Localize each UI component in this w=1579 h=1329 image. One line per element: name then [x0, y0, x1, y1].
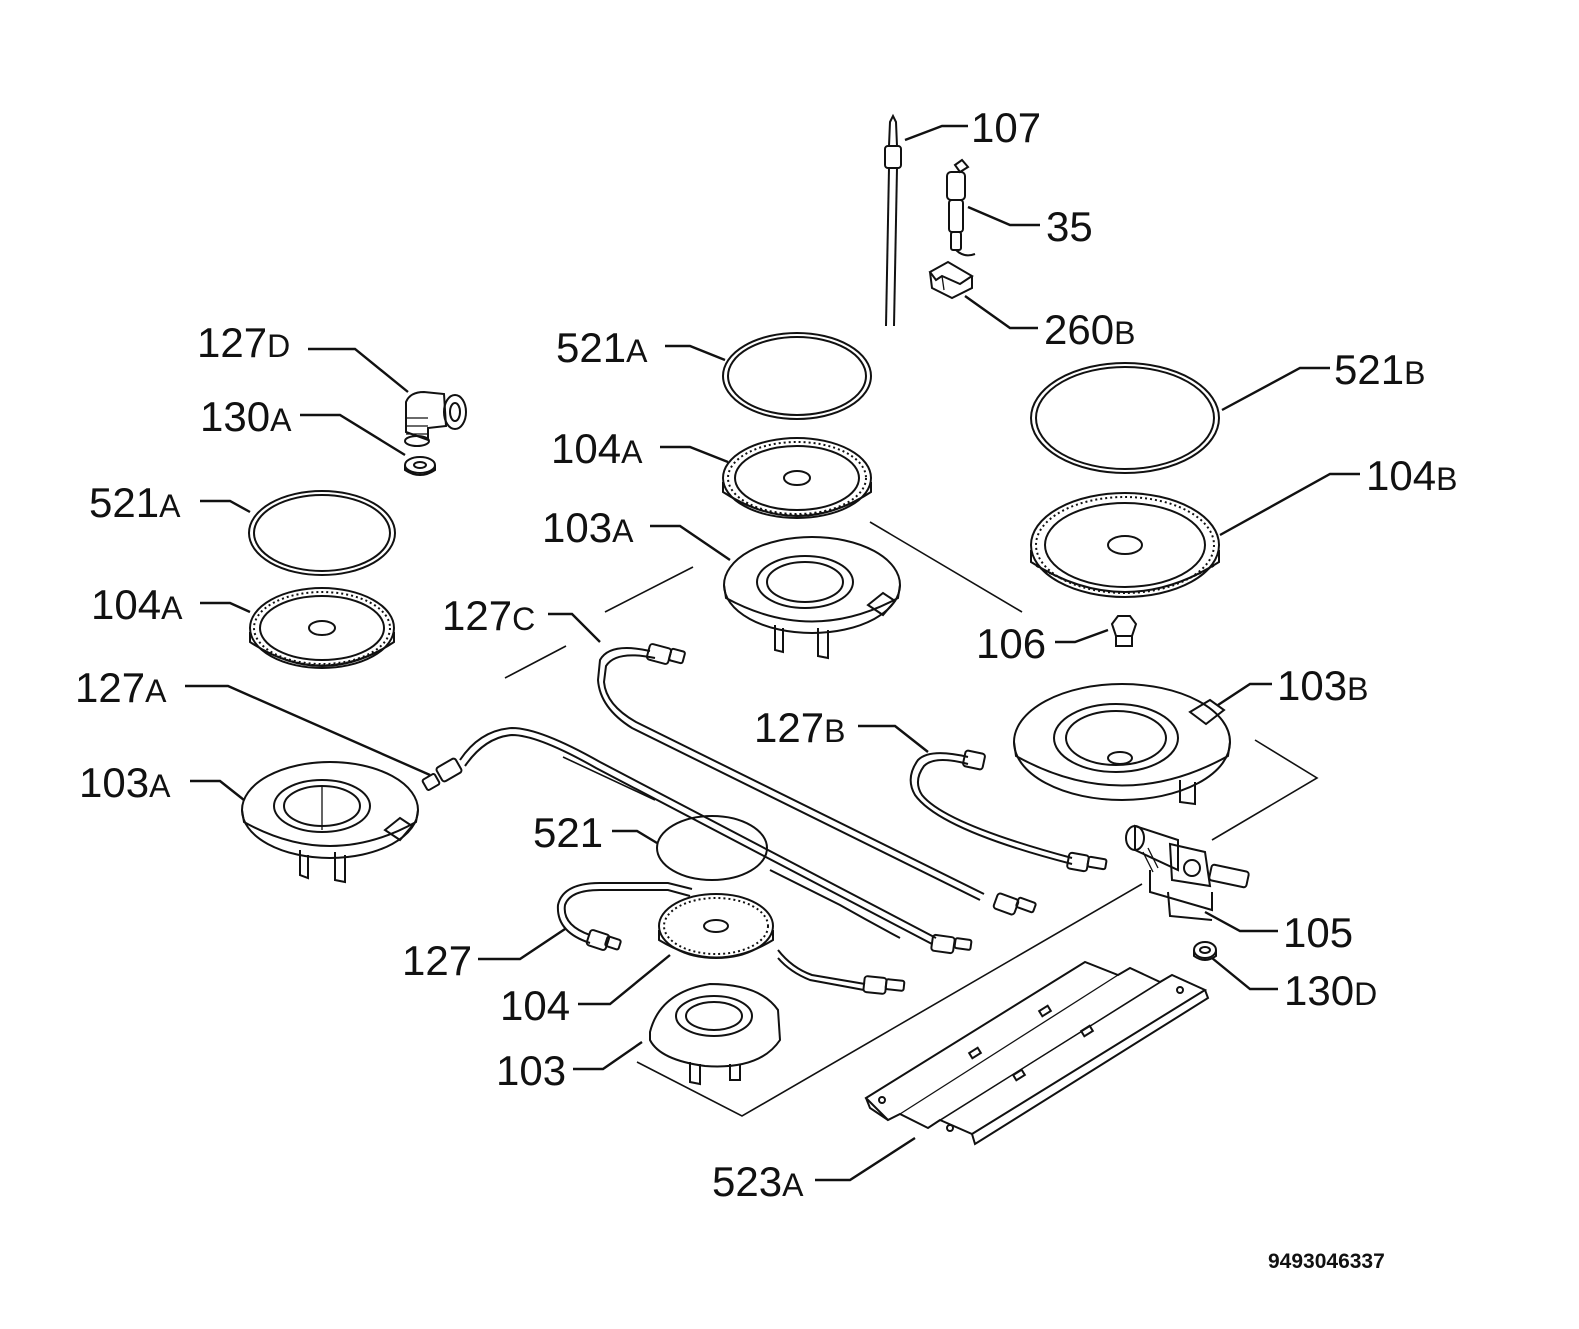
electrode-35: [946, 158, 976, 257]
assembly-lines: [504, 521, 1319, 1117]
washer-130d: [1193, 941, 1217, 961]
label-104a-left: 104A: [91, 581, 183, 628]
part-labels: 107 35 260B 521A 521B 104A 104B 103A 106…: [75, 104, 1457, 1273]
elbow-connector-127d: [404, 390, 467, 447]
gas-valve-105: [1125, 824, 1250, 921]
gas-pipe-127a: [421, 726, 973, 955]
left-flame-spreader-104a: [249, 587, 395, 669]
label-103a-left: 103A: [79, 759, 171, 806]
gas-pipe-127: [556, 882, 693, 951]
label-104a-center: 104A: [551, 425, 643, 472]
small-burner-base-103: [649, 982, 782, 1086]
label-127d: 127D: [197, 319, 290, 366]
injector-106: [1110, 615, 1138, 647]
left-burner-cap-521a: [248, 490, 396, 576]
drawing-code: 9493046337: [1268, 1250, 1385, 1273]
small-flame-spreader-104: [658, 893, 774, 959]
label-521b: 521B: [1334, 346, 1425, 393]
label-127a: 127A: [75, 664, 167, 711]
right-burner-cap-521b: [1030, 362, 1220, 474]
right-burner-base-103b: [1013, 683, 1231, 806]
center-burner-base-103a: [723, 536, 901, 660]
label-521a-left: 521A: [89, 479, 181, 526]
label-130a: 130A: [200, 393, 292, 440]
gas-pipe-small-burner: [777, 949, 906, 995]
label-35: 35: [1046, 203, 1093, 250]
label-104b: 104B: [1366, 452, 1457, 499]
label-521a-center: 521A: [556, 324, 648, 371]
left-burner-base-103a: [241, 761, 419, 884]
gas-pipe-127b: [909, 749, 1108, 873]
label-260b: 260B: [1044, 306, 1135, 353]
label-103a-center: 103A: [542, 504, 634, 551]
right-flame-spreader-104b: [1030, 492, 1220, 598]
center-flame-spreader-104a: [722, 437, 872, 519]
washer-130a: [404, 456, 436, 476]
leader-lines: [185, 124, 1360, 1182]
label-105: 105: [1283, 909, 1353, 956]
label-127c: 127C: [442, 592, 535, 639]
label-103b: 103B: [1277, 662, 1368, 709]
label-104: 104: [500, 982, 570, 1029]
center-burner-cap-521a: [722, 332, 872, 420]
label-103: 103: [496, 1047, 566, 1094]
small-burner-cap-521: [656, 815, 768, 881]
label-130d: 130D: [1284, 967, 1377, 1014]
label-107: 107: [971, 104, 1041, 151]
label-127: 127: [402, 937, 472, 984]
gas-pipe-127c: [596, 643, 1037, 916]
clip-260b: [928, 260, 974, 300]
mounting-rail-523a: [864, 960, 1210, 1146]
label-523a: 523A: [712, 1158, 804, 1205]
gas-pipe-521-area: [769, 869, 901, 939]
thermocouple-107: [884, 113, 902, 327]
label-106: 106: [976, 620, 1046, 667]
label-521: 521: [533, 809, 603, 856]
label-127b: 127B: [754, 704, 845, 751]
